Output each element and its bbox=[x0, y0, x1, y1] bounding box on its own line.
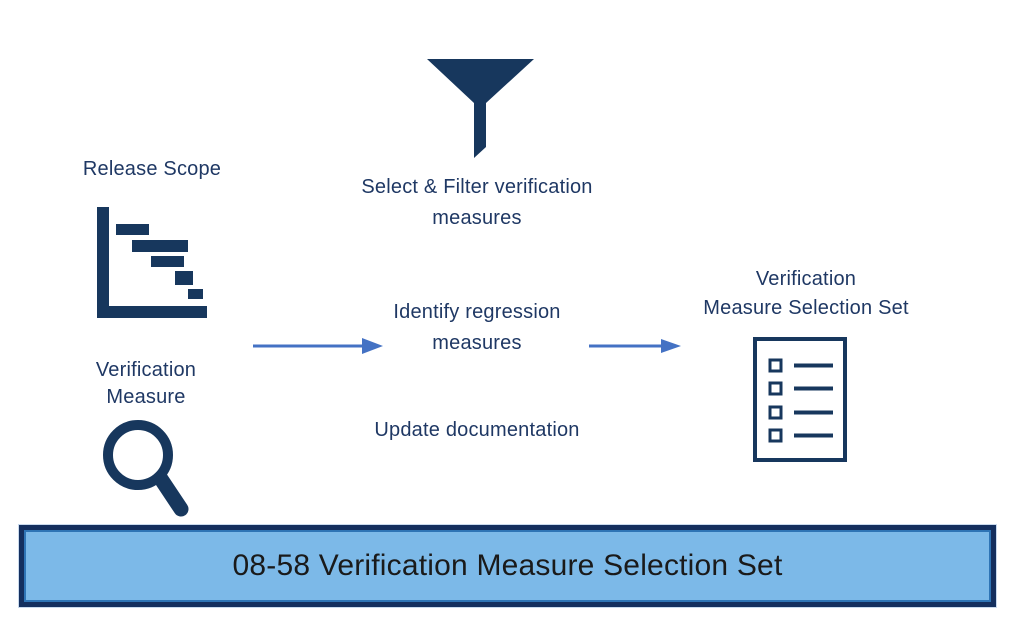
funnel-icon bbox=[427, 59, 534, 158]
verification-measure-label: Verification Measure bbox=[46, 357, 246, 411]
step-select-filter-line3: measures bbox=[432, 207, 522, 229]
banner-title-text: 08-58 Verification Measure Selection Set bbox=[232, 549, 783, 582]
step-identify-regression: Identify regression measures bbox=[352, 297, 602, 359]
flow-arrow-right-icon bbox=[589, 339, 681, 353]
step-update-documentation-line1: Update bbox=[374, 419, 441, 441]
step-update-documentation-line2: documentation bbox=[445, 419, 580, 441]
step-select-filter: Select & Filter verification measures bbox=[352, 172, 602, 234]
verification-measure-label-line1: Verification bbox=[95, 359, 197, 381]
step-update-documentation: Update documentation bbox=[352, 415, 602, 446]
output-label-line1: Verification bbox=[755, 268, 857, 290]
magnifying-glass-icon bbox=[103, 420, 189, 517]
checklist-icon bbox=[753, 337, 847, 462]
title-banner: 08-58 Verification Measure Selection Set bbox=[19, 525, 996, 607]
flow-arrow-left-icon bbox=[253, 338, 383, 354]
verification-measure-label-line2: Measure bbox=[106, 386, 186, 408]
step-identify-regression-line2: regression bbox=[465, 301, 561, 323]
output-label: Verification Measure Selection Set bbox=[681, 265, 931, 323]
output-label-line2: Measure Selection Set bbox=[703, 297, 909, 319]
gantt-chart-icon bbox=[97, 207, 207, 318]
step-select-filter-line1: Select & Filter bbox=[361, 176, 489, 198]
step-select-filter-line2: verification bbox=[494, 176, 593, 198]
step-identify-regression-line1: Identify bbox=[393, 301, 460, 323]
step-identify-regression-line3: measures bbox=[432, 332, 522, 354]
release-scope-label: Release Scope bbox=[82, 158, 222, 180]
